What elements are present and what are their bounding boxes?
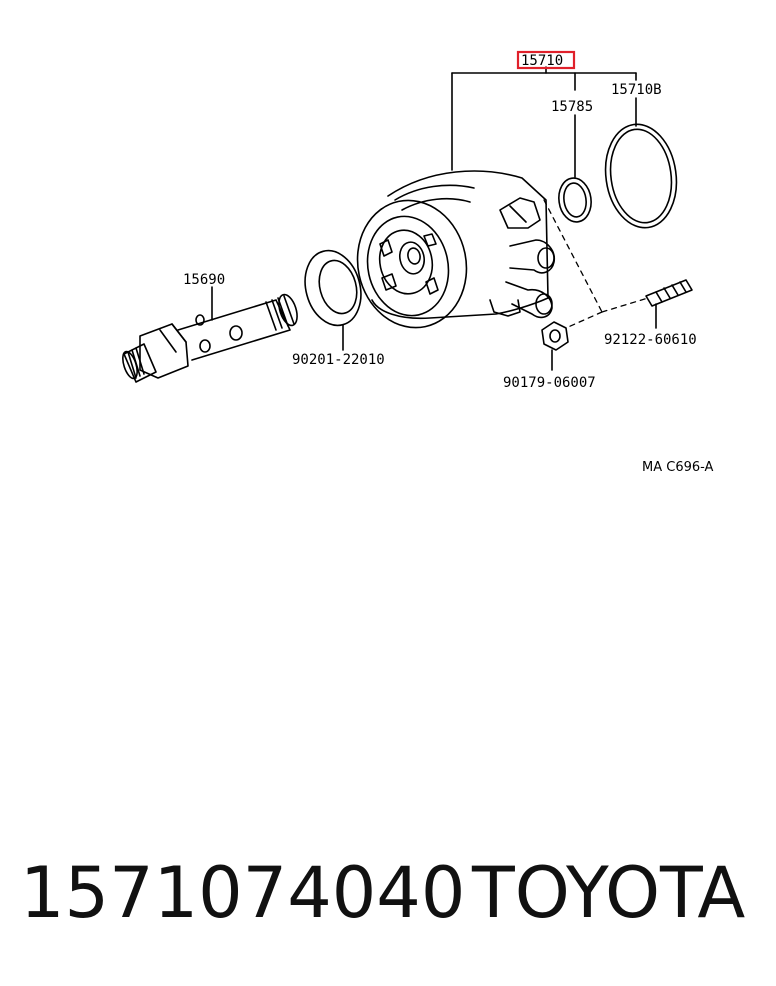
label-oil-cooler[interactable]: 15710 <box>521 53 563 69</box>
stud <box>645 279 693 329</box>
washer <box>304 249 362 351</box>
gasket-small <box>558 177 592 223</box>
label-union-bolt[interactable]: 15690 <box>183 272 225 288</box>
assembly-guide-dashes <box>543 199 649 329</box>
brand-name: TOYOTA <box>472 852 746 934</box>
label-gasket-small[interactable]: 15785 <box>551 99 593 115</box>
nut <box>541 321 569 371</box>
label-washer[interactable]: 90201-22010 <box>292 352 385 368</box>
gasket-large <box>604 123 678 229</box>
label-stud[interactable]: 92122-60610 <box>604 332 697 348</box>
part-number: 1571074040 <box>20 852 466 934</box>
highlight-box <box>516 50 576 70</box>
label-nut[interactable]: 90179-06007 <box>503 375 596 391</box>
oil-cooler-body <box>356 170 556 329</box>
union-bolt <box>122 286 298 383</box>
label-gasket-large[interactable]: 15710B <box>611 82 662 98</box>
callout-lines-15710 <box>451 66 637 178</box>
reference-code: MA C696-A <box>642 460 714 475</box>
